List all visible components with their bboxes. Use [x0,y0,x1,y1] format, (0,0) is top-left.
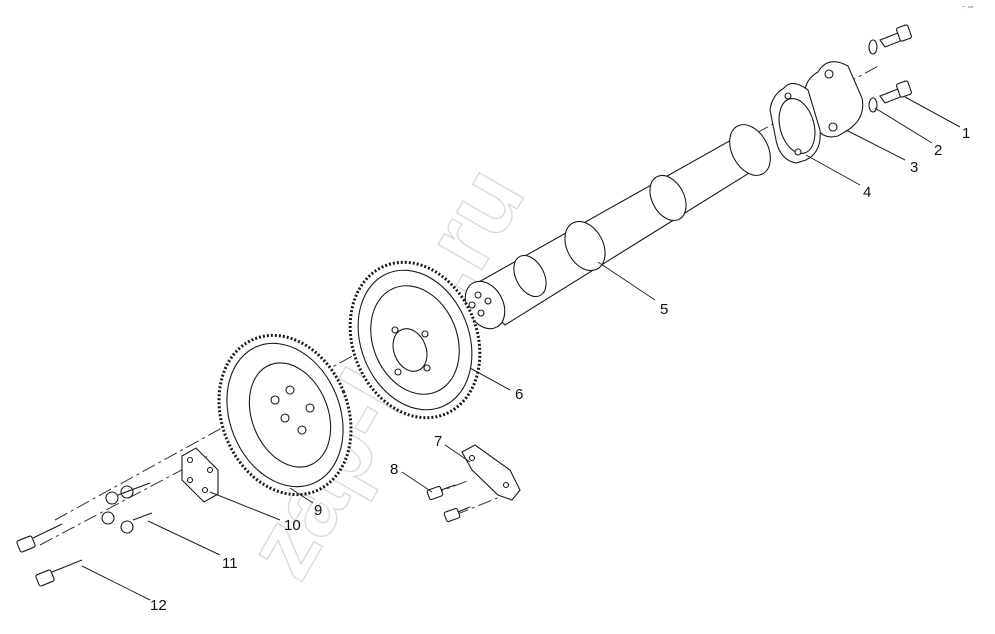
washer-part-2 [868,39,878,113]
socket-bolts-part-11 [101,482,153,534]
leader-lines [81,96,961,601]
callout-1: 1 [962,125,970,142]
gasket-part-4 [769,82,821,164]
callout-7: 7 [434,433,442,450]
hex-bolts-part-12 [16,523,83,587]
callout-12: 12 [150,597,167,614]
idler-gear-part-9 [217,333,353,497]
retaining-plate-part-10 [181,447,219,503]
callout-6: 6 [515,386,523,403]
callout-3: 3 [910,159,918,176]
callout-5: 5 [660,301,668,318]
bolt-part-1 [879,24,913,104]
camshaft-part-5 [464,124,771,330]
corner-mark: ⌐ ═ [962,4,973,11]
bracket-bolt-axis-line-2 [454,496,501,516]
callout-2: 2 [934,142,942,159]
bracket-part-7 [461,444,521,501]
camshaft-gear-part-6 [348,260,482,420]
callout-11: 11 [222,555,238,572]
bolt-part-8 [426,484,471,523]
callout-8: 8 [390,461,398,478]
callout-4: 4 [863,184,871,201]
callout-9: 9 [314,502,322,519]
callout-10: 10 [284,517,301,534]
